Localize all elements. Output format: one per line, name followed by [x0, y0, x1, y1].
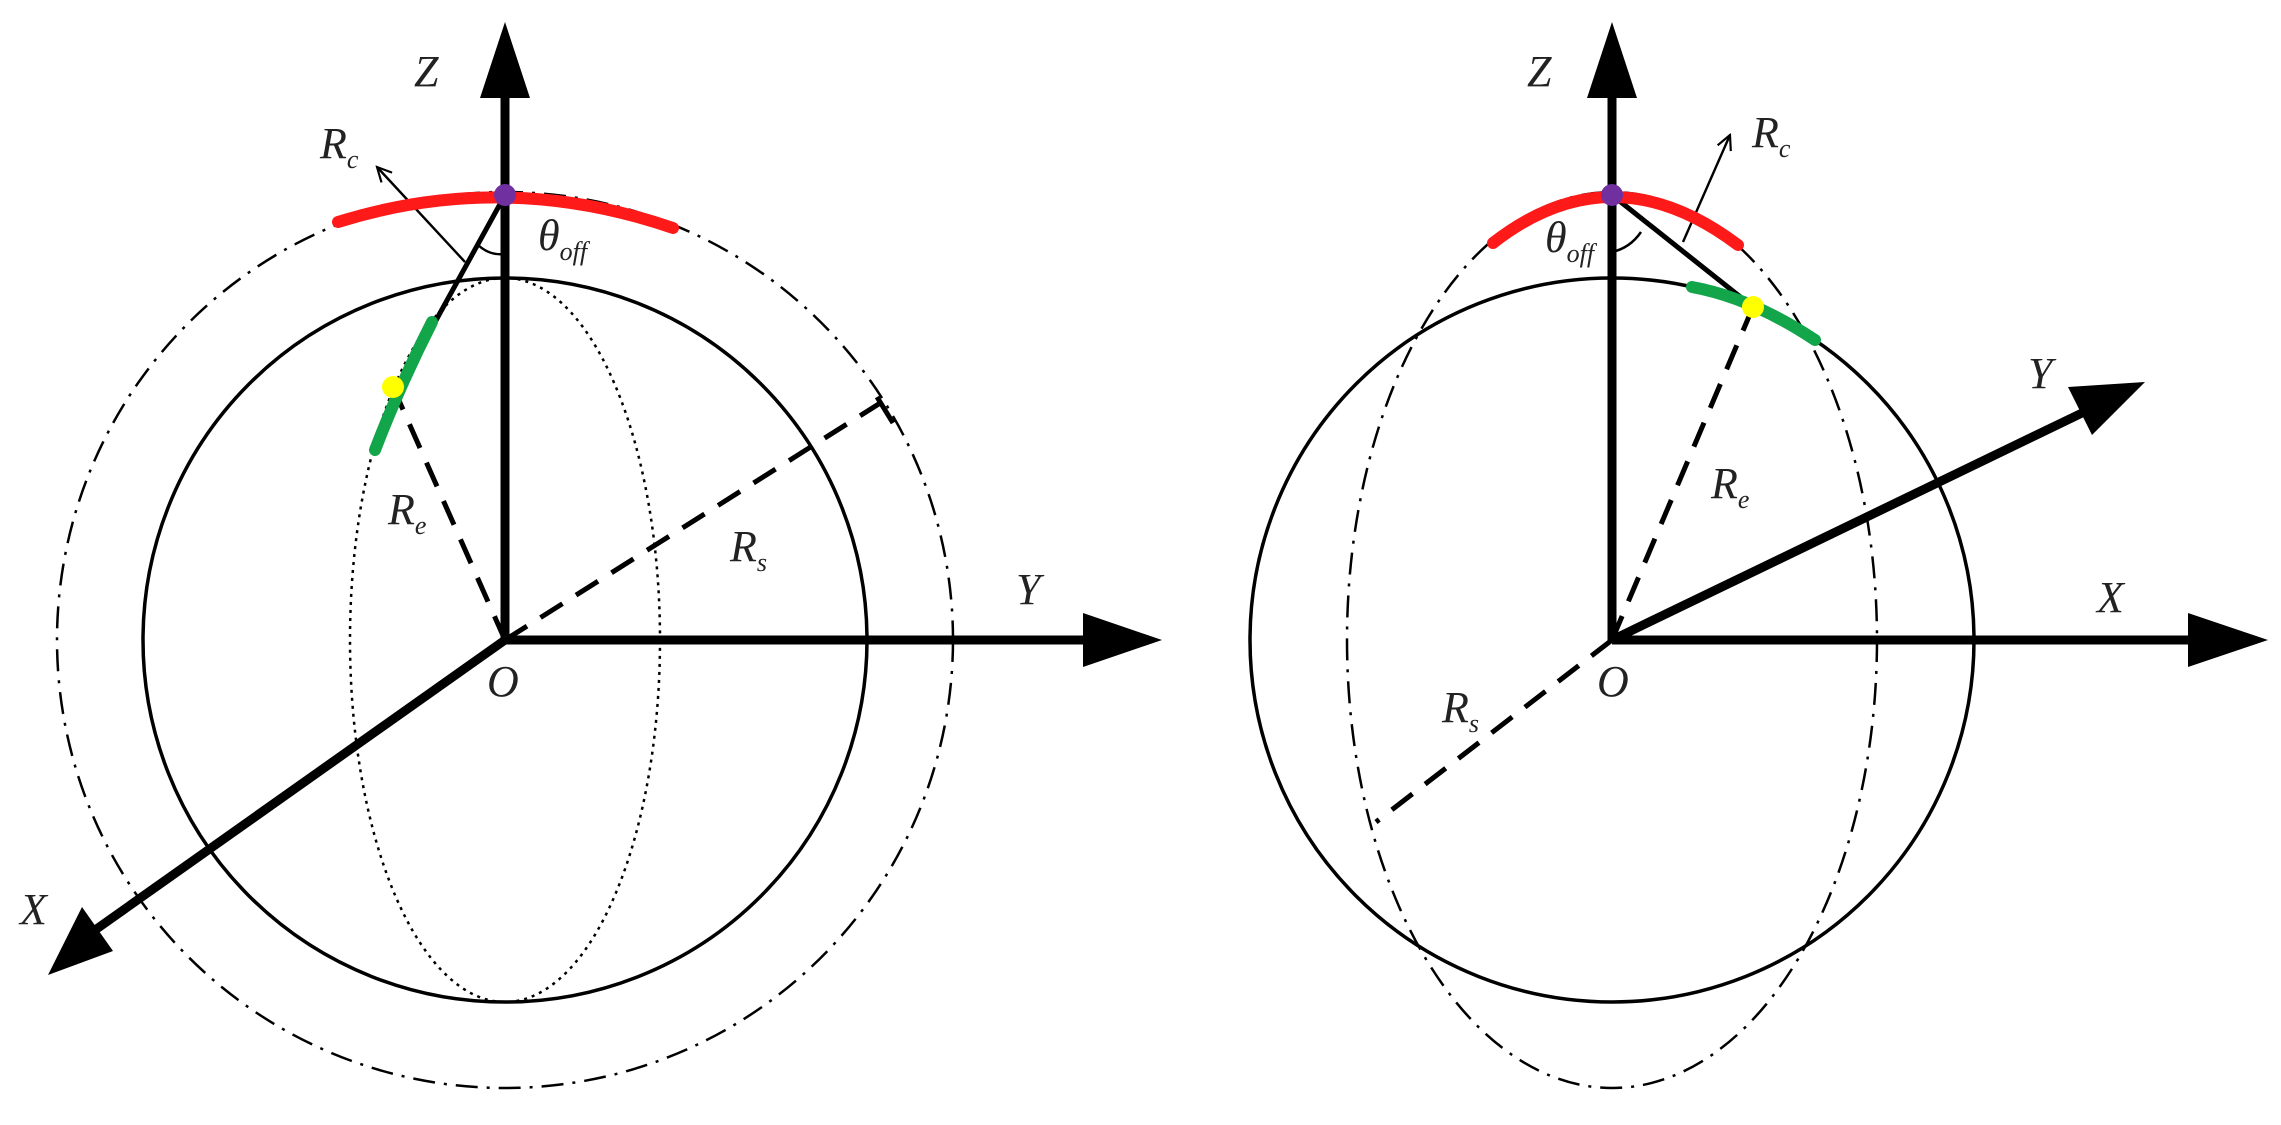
- left-re-label: Re: [387, 485, 426, 540]
- right-panel: Z Y X O Rc Re Rs θoff: [1248, 22, 2268, 1090]
- left-panel: Z Y X O Rc Re Rs θoff: [18, 22, 1162, 1090]
- right-x-label: X: [2095, 573, 2126, 622]
- right-theta-label: θoff: [1545, 213, 1598, 268]
- right-rs-label: Rs: [1441, 683, 1479, 738]
- right-satellite-line: [1610, 193, 1755, 309]
- right-y-label: Y: [2028, 349, 2057, 398]
- left-y-axis-arrowhead: [1083, 613, 1162, 667]
- right-target-point: [1742, 296, 1764, 318]
- left-rs-tick: [874, 395, 896, 425]
- left-theta-label: θoff: [538, 211, 591, 266]
- right-rc-arrow: [1681, 135, 1730, 243]
- right-x-axis-arrowhead: [2188, 613, 2268, 667]
- left-rc-arrow: [377, 167, 466, 263]
- right-z-axis-arrowhead: [1587, 22, 1637, 98]
- left-re-line: [390, 385, 508, 642]
- right-rc-label: Rc: [1751, 108, 1791, 163]
- left-y-label: Y: [1016, 565, 1045, 614]
- left-target-point: [382, 376, 404, 398]
- right-z-label: Z: [1527, 47, 1552, 96]
- right-satellite-point: [1601, 184, 1623, 206]
- left-origin-label: O: [487, 657, 519, 706]
- right-rs-line: [1374, 638, 1614, 824]
- left-x-axis: [85, 636, 508, 939]
- left-z-label: Z: [414, 47, 439, 96]
- right-re-line: [1609, 306, 1756, 641]
- right-y-axis-arrowhead: [2068, 382, 2145, 435]
- right-origin-label: O: [1597, 657, 1629, 706]
- left-x-label: X: [18, 885, 49, 934]
- left-rc-label: Rc: [319, 119, 359, 174]
- left-x-axis-arrowhead: [48, 907, 113, 975]
- right-re-label: Re: [1710, 459, 1749, 514]
- left-rs-line: [503, 397, 887, 643]
- left-z-axis-arrowhead: [480, 22, 530, 98]
- right-y-axis: [1610, 408, 2084, 645]
- left-satellite-point: [494, 184, 516, 206]
- left-rs-label: Rs: [729, 522, 767, 577]
